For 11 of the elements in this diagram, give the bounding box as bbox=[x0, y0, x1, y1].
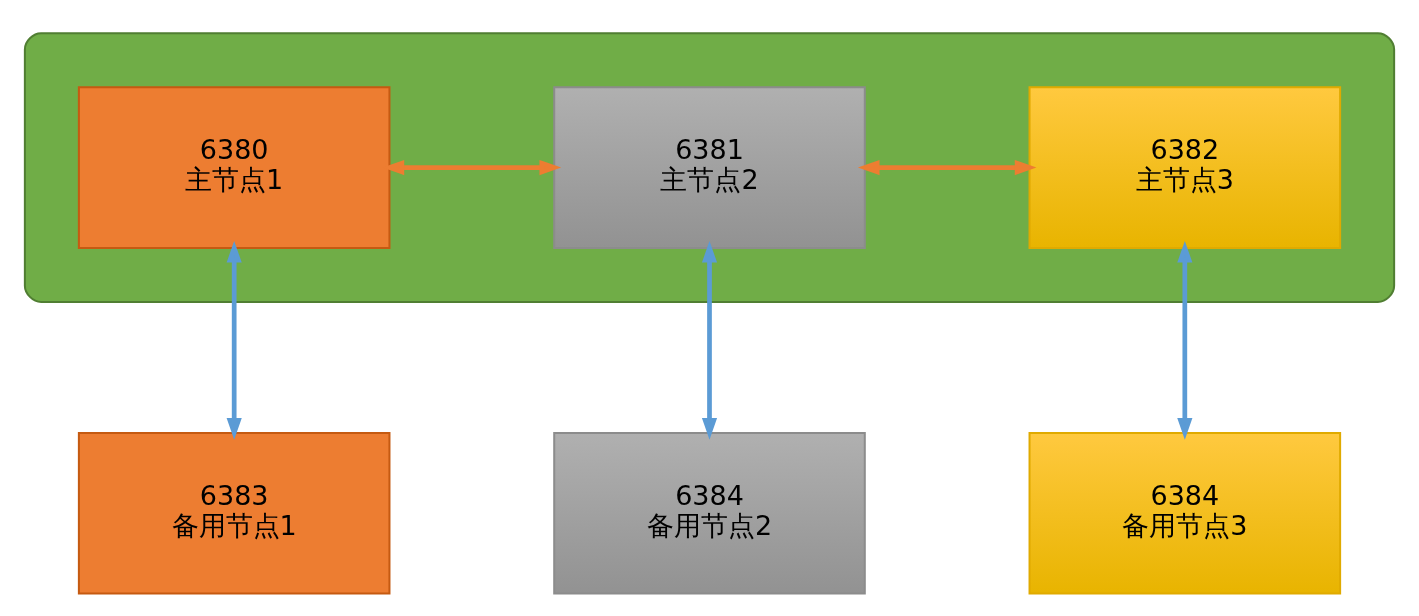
node-box: 6382 主节点3 bbox=[1028, 86, 1342, 249]
node-box: 6380 主节点1 bbox=[77, 86, 391, 249]
node-box: 6384 备用节点3 bbox=[1028, 431, 1342, 595]
arrow bbox=[857, 159, 1037, 176]
node-box: 6384 备用节点2 bbox=[553, 431, 866, 595]
arrow bbox=[1177, 240, 1193, 440]
cluster bbox=[23, 32, 1396, 303]
node-box: 6381 主节点2 bbox=[553, 86, 866, 249]
arrow bbox=[226, 240, 242, 440]
arrow bbox=[701, 240, 718, 440]
node-box: 6383 备用节点1 bbox=[77, 431, 391, 595]
